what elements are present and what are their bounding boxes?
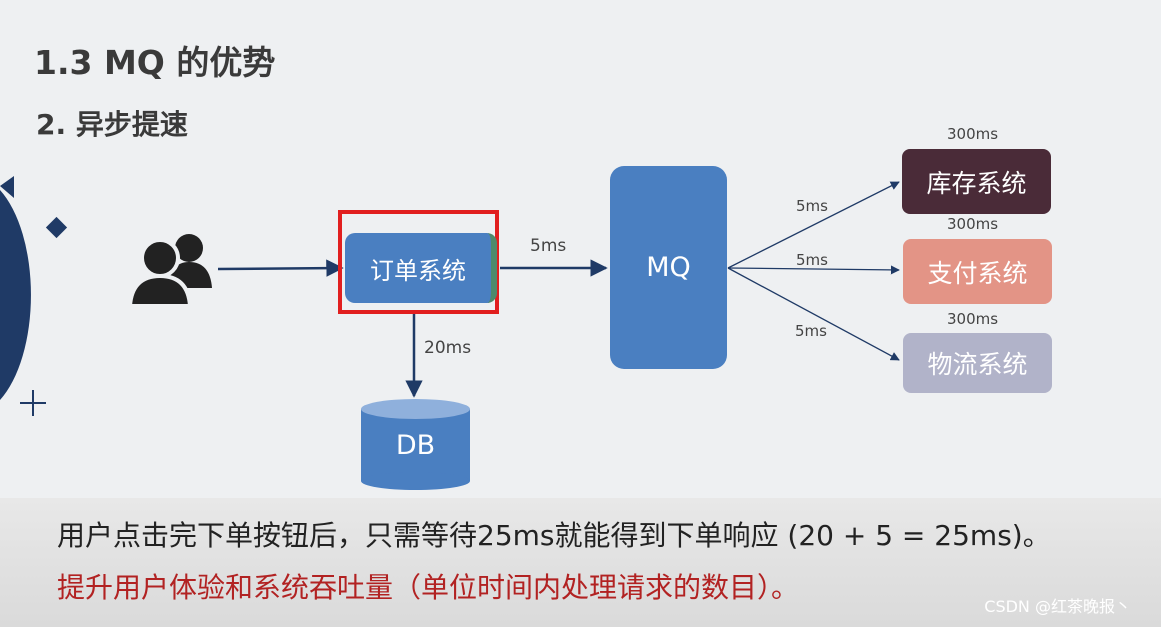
mq-to-inventory-label: 5ms: [796, 197, 828, 215]
logistics-time-label: 300ms: [947, 310, 999, 328]
mq-to-payment-label: 5ms: [796, 251, 828, 269]
mq-to-logistics-label: 5ms: [795, 322, 827, 340]
arrow-mq-to-inventory: [727, 181, 900, 269]
arrow-user-to-order: [217, 259, 344, 277]
users-icon: [127, 234, 212, 308]
caption-line-2: 提升用户体验和系统吞吐量（单位时间内处理请求的数目）。: [57, 571, 800, 604]
payment-time-label: 300ms: [947, 215, 999, 233]
decorative-diamond: [45, 216, 68, 239]
decorative-triangle: [0, 176, 14, 198]
db-label: DB: [395, 430, 436, 461]
section-subtitle: 2. 异步提速: [36, 108, 188, 141]
arrow-mq-to-payment: [727, 265, 900, 275]
caption-band: [0, 498, 1161, 627]
db-cylinder: [361, 399, 470, 490]
inventory-time-label: 300ms: [947, 125, 999, 143]
decorative-circle: [0, 190, 31, 400]
decorative-plus: [20, 390, 46, 416]
logistics-system-box: 物流系统: [903, 333, 1052, 393]
arrow-mq-to-logistics: [727, 267, 900, 361]
inventory-system-box: 库存系统: [902, 149, 1051, 214]
order-system-box: 订单系统: [345, 233, 497, 303]
order-to-db-label: 20ms: [424, 338, 472, 358]
payment-system-box: 支付系统: [903, 239, 1052, 304]
order-highlight-frame: [338, 210, 499, 314]
watermark: CSDN @红茶晚报丶: [984, 597, 1131, 616]
page-title: 1.3 MQ 的优势: [34, 43, 276, 82]
caption-line-1: 用户点击完下单按钮后，只需等待25ms就能得到下单响应 (20 + 5 = 25…: [57, 519, 1051, 552]
order-to-mq-label: 5ms: [530, 236, 567, 256]
mq-box: MQ: [610, 166, 727, 369]
